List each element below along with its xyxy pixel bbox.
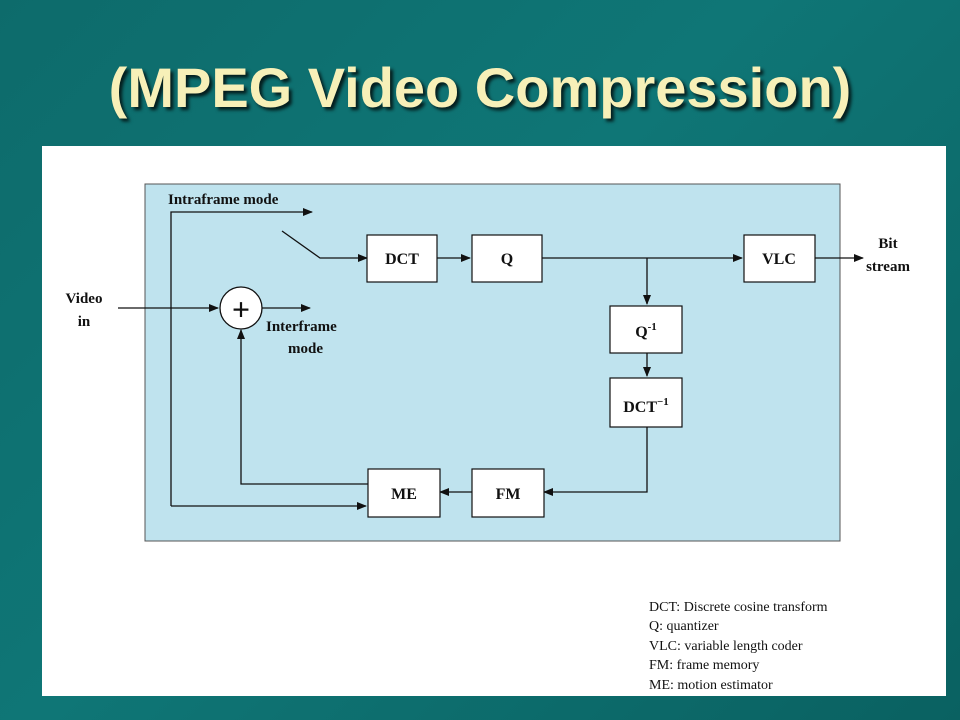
- me-block: ME: [367, 468, 441, 518]
- legend-item-q: Q: quantizer: [649, 619, 719, 635]
- dct-block: DCT: [366, 234, 438, 283]
- q-block-label: Q: [501, 251, 513, 268]
- intraframe-arrow: [170, 208, 313, 506]
- qinv-block-superscript: -1: [648, 321, 657, 333]
- q-block: Q: [471, 234, 543, 283]
- video-in-label-2: in: [78, 314, 91, 330]
- fm-block-label: FM: [496, 486, 521, 503]
- inverse-dct-block: DCT−1: [609, 377, 683, 428]
- video-in-label: Video: [66, 291, 103, 307]
- inverse-quantizer-block: Q-1: [609, 305, 683, 354]
- slide-title: (MPEG Video Compression): [108, 56, 852, 119]
- intraframe-label: Intraframe mode: [168, 192, 279, 208]
- diagram-card: DCT Q VLC Q-1 DCT−1 FM ME +: [42, 146, 946, 696]
- legend-item-me: ME: motion estimator: [649, 677, 773, 693]
- fm-block: FM: [471, 468, 545, 518]
- svg-text:Q-1: Q-1: [635, 321, 657, 341]
- mpeg-block-diagram: DCT Q VLC Q-1 DCT−1 FM ME +: [66, 183, 910, 542]
- me-to-adder-arrow: [237, 329, 368, 485]
- bitstream-label: Bit: [878, 236, 897, 252]
- me-block-label: ME: [391, 486, 417, 503]
- legend: DCT: Discrete cosine transform Q: quanti…: [649, 598, 939, 695]
- adder-junction: +: [219, 286, 263, 330]
- dct-block-label: DCT: [385, 251, 419, 268]
- interframe-label: Interframe: [266, 319, 337, 335]
- bitstream-label-2: stream: [866, 259, 910, 275]
- dctinv-to-fm-arrow: [543, 427, 648, 496]
- dctinv-block-superscript: −1: [657, 396, 669, 408]
- legend-item-dct: DCT: Discrete cosine transform: [649, 600, 828, 615]
- dctinv-block-label: DCT: [623, 399, 657, 416]
- plus-icon: +: [232, 291, 250, 327]
- svg-text:DCT−1: DCT−1: [623, 396, 669, 416]
- vlc-block: VLC: [743, 234, 816, 283]
- interframe-mode-label: mode: [288, 341, 323, 357]
- mode-switch-line: [281, 230, 368, 262]
- qinv-block-label: Q: [635, 324, 647, 341]
- vlc-block-label: VLC: [762, 251, 796, 268]
- legend-item-vlc: VLC: variable length coder: [649, 638, 803, 654]
- legend-item-fm: FM: frame memory: [649, 658, 760, 674]
